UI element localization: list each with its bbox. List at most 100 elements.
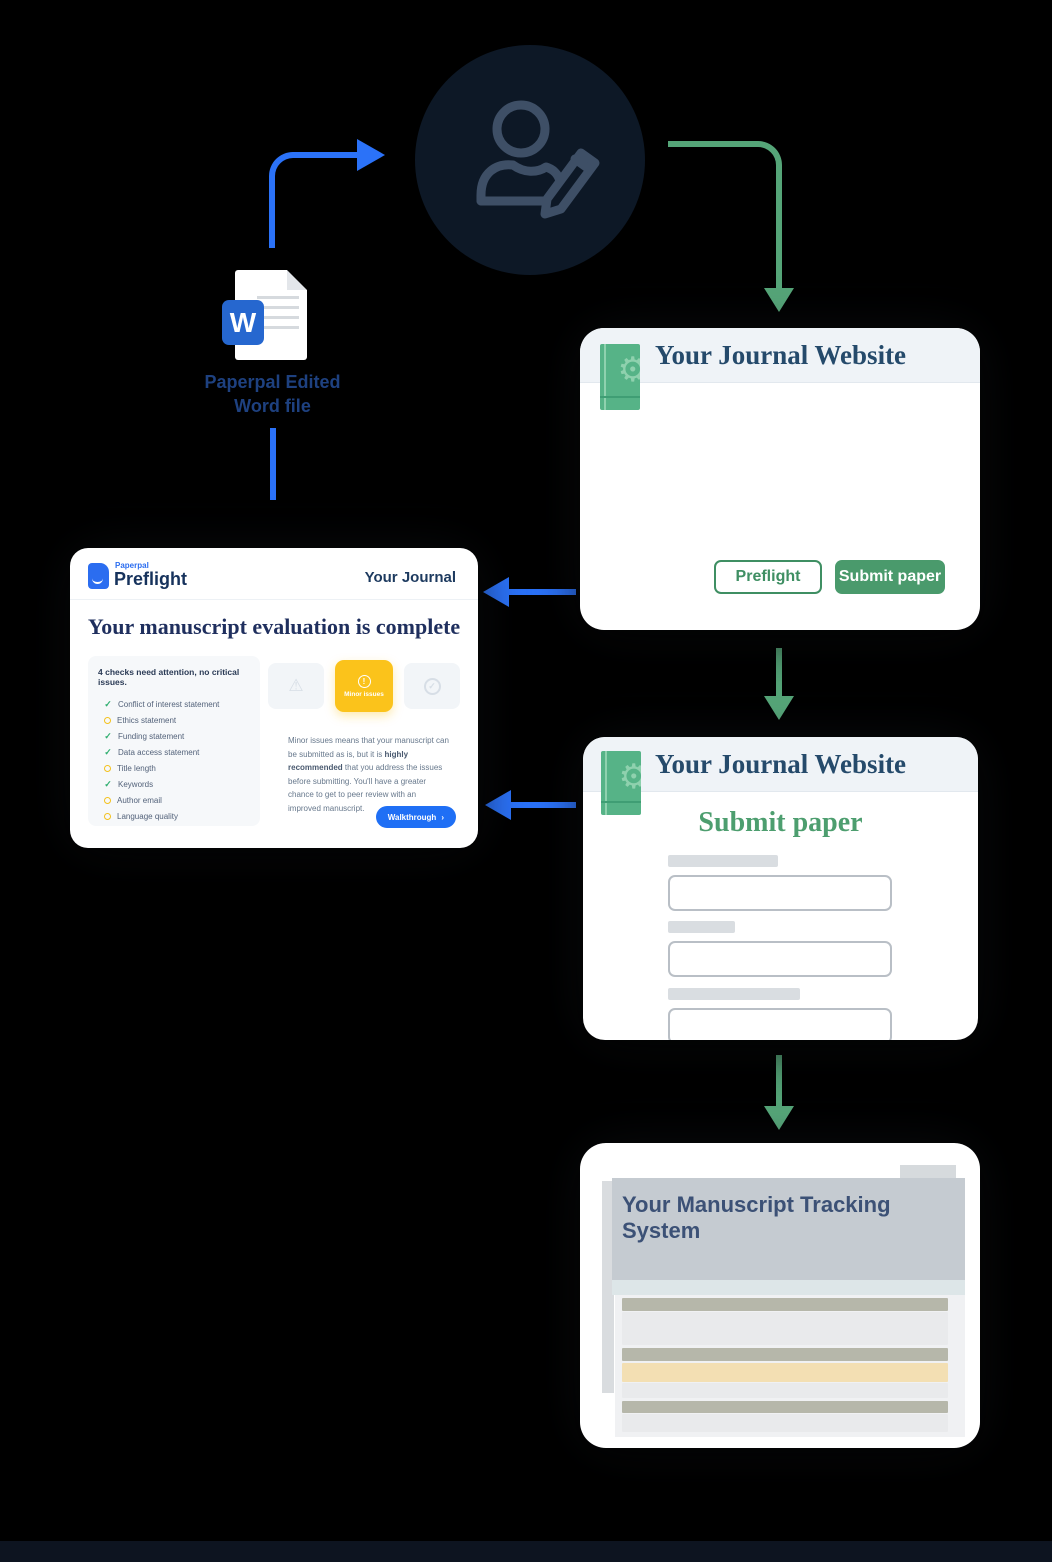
journal-card-title: Your Journal Website	[655, 749, 907, 779]
gear-icon: ⚙	[618, 758, 641, 796]
arrowhead-left-icon	[483, 577, 509, 607]
brand-name-label: Preflight	[114, 569, 188, 589]
checklist-label: Title length	[117, 763, 156, 773]
journal-card-title: Your Journal Website	[655, 340, 907, 370]
submit-paper-card: ⚙ Your Journal Website Submit paper	[583, 737, 978, 1040]
submit-paper-heading: Submit paper	[698, 807, 863, 838]
arrow-author-to-journal	[668, 141, 782, 291]
check-circle-icon: ✓	[423, 677, 441, 695]
minor-issues-tile: ! Minor issues	[335, 660, 393, 712]
checklist-label: Conflict of interest statement	[118, 699, 220, 709]
book-spine	[605, 751, 607, 815]
form-field-label	[668, 855, 778, 867]
evaluation-description: Minor issues means that your manuscript …	[288, 734, 450, 816]
gear-icon: ⚙	[617, 351, 640, 389]
bottom-edge	[0, 1541, 1052, 1562]
word-logo-icon: W	[222, 300, 264, 345]
journal-website-card: ⚙ Your Journal Website Preflight Submit …	[580, 328, 980, 630]
brand-small-label: Paperpal	[115, 561, 149, 570]
walkthrough-label: Walkthrough	[387, 812, 437, 822]
word-file-label-line1: Paperpal Edited	[204, 372, 341, 392]
doc-text-line	[257, 326, 299, 329]
table-header-row	[622, 1298, 948, 1311]
severity-tiles: ⚠ ! Minor issues ✓	[268, 660, 460, 712]
table-row	[622, 1414, 948, 1432]
form-field-label	[668, 921, 735, 933]
checks-panel: 4 checks need attention, no critical iss…	[88, 656, 260, 826]
page-fold	[287, 270, 307, 290]
checklist-item: Title length	[98, 760, 250, 776]
desc-pre: Minor issues means that your manuscript …	[288, 736, 449, 759]
header-divider	[70, 599, 478, 600]
author-avatar	[415, 45, 645, 275]
checklist-item: Data access statement	[98, 744, 250, 760]
word-file-label-line2: Word file	[234, 396, 311, 417]
table-row	[622, 1312, 948, 1345]
journal-cover-icon: ⚙	[601, 751, 641, 815]
alert-circle-icon: !	[357, 674, 371, 688]
word-file-label: Paperpal Edited Word file	[160, 370, 385, 419]
arrowhead-right-icon	[357, 139, 385, 171]
tracking-table	[615, 1295, 965, 1437]
checklist-label: Ethics statement	[117, 715, 177, 725]
checklist-label: Funding statement	[118, 731, 185, 741]
status-icon	[104, 796, 111, 804]
arrow-submit-to-tracking	[776, 1055, 782, 1110]
book-band	[601, 801, 641, 803]
desc-bold: highly recommended	[288, 749, 409, 773]
author-edit-icon	[476, 100, 600, 218]
table-row	[622, 1383, 948, 1398]
status-icon	[104, 700, 112, 708]
book-band	[600, 396, 640, 398]
journal-card-header	[580, 328, 980, 383]
checklist-item: Language quality	[98, 808, 250, 824]
checklist-item: Conflict of interest statement	[98, 696, 250, 712]
book-spine	[604, 344, 606, 410]
table-row-highlighted	[622, 1363, 948, 1382]
checklist-label: Language quality	[117, 811, 178, 821]
checklist-item: Funding statement	[98, 728, 250, 744]
checklist-item: Ethics statement	[98, 712, 250, 728]
preflight-report-card: Paperpal Preflight Your Journal Your man…	[70, 548, 478, 848]
arrowhead-down-icon	[764, 696, 794, 720]
submit-paper-button[interactable]: Submit paper	[835, 560, 945, 594]
walkthrough-button[interactable]: Walkthrough ›	[375, 806, 456, 828]
form-input[interactable]	[668, 941, 892, 977]
table-header-row	[622, 1348, 948, 1361]
toolbar-band	[612, 1280, 965, 1295]
paperpal-logo-icon	[88, 563, 109, 589]
preflight-button[interactable]: Preflight	[714, 560, 822, 594]
minor-issues-label: Minor issues	[344, 690, 384, 698]
arrowhead-down-icon	[764, 1106, 794, 1130]
checklist-item: Keywords	[98, 776, 250, 792]
status-icon	[104, 812, 111, 820]
status-icon	[104, 716, 111, 724]
table-header-row	[622, 1401, 948, 1413]
form-input[interactable]	[668, 1008, 892, 1040]
stacked-page-edge	[602, 1181, 614, 1393]
doc-text-line	[257, 296, 299, 299]
arrow-journal-to-preflight	[506, 589, 576, 595]
checklist-item: Author email	[98, 792, 250, 808]
connector-preflight-to-wordfile	[270, 428, 276, 500]
journal-name-label: Your Journal	[364, 569, 456, 586]
tracking-header: Your Manuscript Tracking System	[612, 1178, 965, 1280]
journal-cover-icon: ⚙	[600, 344, 640, 410]
status-icon	[104, 732, 112, 740]
checklist-label: Keywords	[118, 779, 154, 789]
checks-summary: 4 checks need attention, no critical iss…	[98, 667, 240, 687]
doc-text-line	[257, 316, 299, 319]
form-input[interactable]	[668, 875, 892, 911]
journal-card-header	[583, 737, 978, 792]
form-field-label	[668, 988, 800, 1000]
arrow-journal-to-submit	[776, 648, 782, 700]
arrow-wordfile-to-author	[269, 152, 369, 248]
success-tile: ✓	[404, 663, 460, 709]
tracking-title: Your Manuscript Tracking System	[622, 1192, 891, 1243]
checklist-label: Data access statement	[118, 747, 200, 757]
warning-triangle-icon: ⚠	[268, 663, 324, 709]
desc-post: that you address the issues before submi…	[288, 763, 443, 813]
arrowhead-down-icon	[764, 288, 794, 312]
tracking-system-card: Your Manuscript Tracking System	[580, 1143, 980, 1448]
